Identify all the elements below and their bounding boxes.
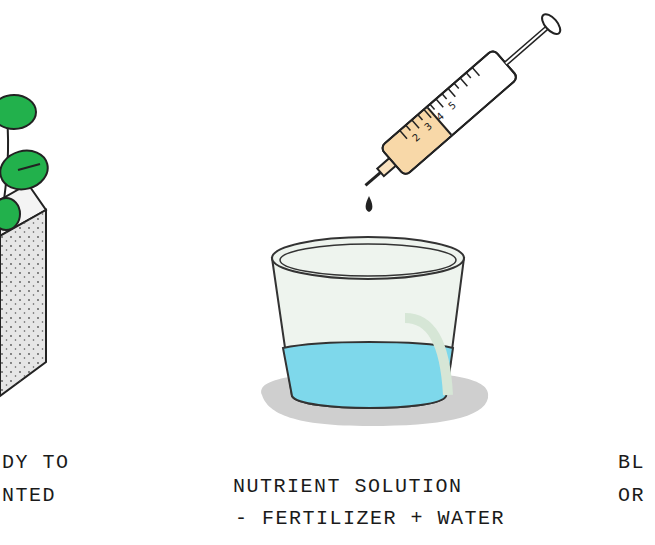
cup — [272, 237, 464, 408]
plant-leaves — [0, 95, 52, 230]
caption-text: DY TO — [2, 452, 70, 474]
drop — [366, 196, 373, 212]
caption-text: OR — [618, 485, 645, 507]
caption-text: BL — [618, 452, 645, 474]
caption-text: NTED — [2, 485, 56, 507]
syringe — [353, 6, 568, 200]
caption-title: NUTRIENT SOLUTION — [233, 476, 463, 498]
caption-text: - FERTILIZER + WATER — [235, 508, 505, 530]
